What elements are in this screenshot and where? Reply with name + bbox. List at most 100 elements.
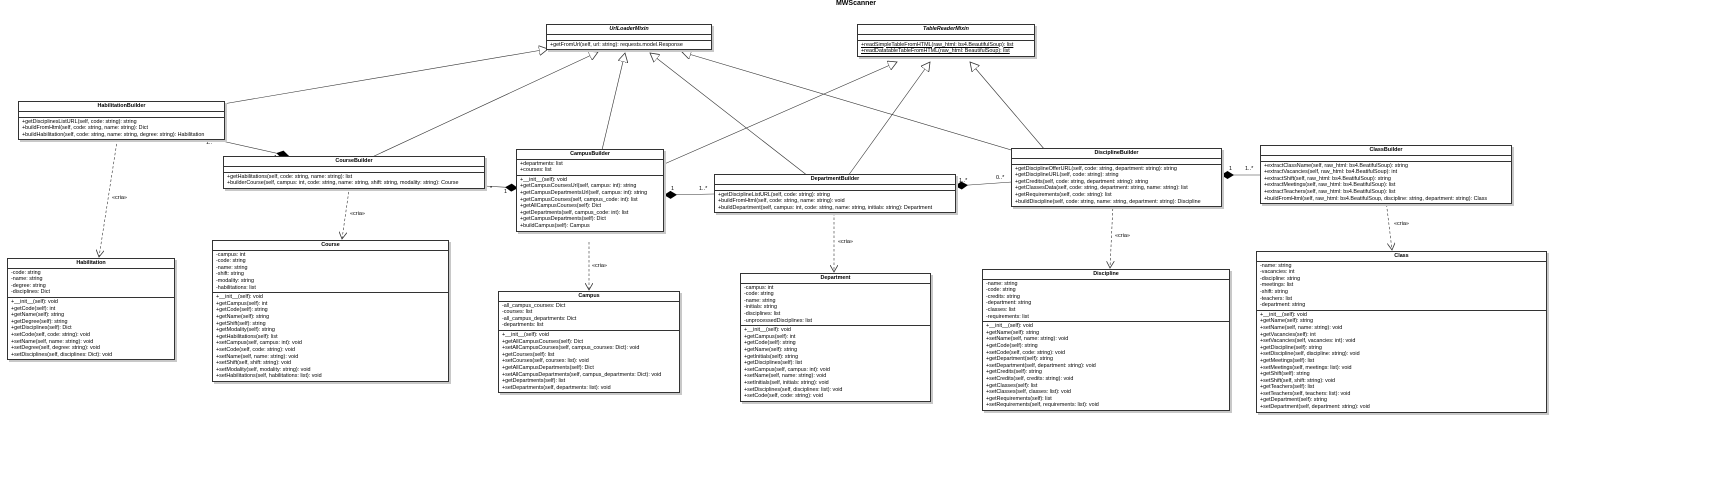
attribute-row: -modality: string: [216, 277, 255, 284]
method-row: +setMeetings(self, meetings: list): void: [1260, 364, 1352, 371]
mult-discipline-class-one: 1: [1229, 166, 1233, 172]
attribute-row: -classes: list: [986, 306, 1016, 313]
attribute-row: -name: string: [1260, 262, 1292, 269]
class-campus[interactable]: Campus-all_campus_courses: Dict-courses:…: [498, 291, 680, 394]
method-section: +extractClassName(self, raw_html: bs4.Be…: [1261, 162, 1511, 204]
mult-habilitation-one-to-many: 1..*: [206, 140, 215, 146]
method-row: +getCampusCourses(self, campus_code: int…: [520, 196, 638, 203]
method-row: +setDegree(self, degree: string): void: [11, 345, 100, 352]
method-row: +getAllCampusCourses(self): Dict: [520, 203, 602, 210]
method-row: +setClasses(self, classes: list): void: [986, 389, 1071, 396]
edge-disciplinebuilder-urlloader: [682, 52, 1019, 153]
method-row: +getDisciplines(self): list: [744, 360, 802, 367]
method-row: +readDatatableTableFromHTML(raw_html: Be…: [861, 48, 1010, 55]
method-row: +__init__(self): void: [502, 331, 549, 338]
method-section: +__init__(self): void+getCode(self): int…: [8, 298, 174, 359]
method-row: +setAllCampusDepartments(self, campus_de…: [502, 371, 662, 378]
attribute-section: -all_campus_courses: Dict-courses: list-…: [499, 302, 679, 331]
edge-campusbuilder-tablereader: [661, 62, 897, 166]
class-course-builder[interactable]: CourseBuilder+getHabilitations(self, cod…: [223, 156, 485, 189]
attribute-row: -all_campus_courses: Dict: [502, 302, 566, 309]
method-row: +getInitials(self): string: [744, 353, 799, 360]
mult-department-one-to-many: 1..*: [699, 186, 708, 192]
class-name: Discipline: [983, 270, 1229, 280]
method-row: +setRequirements(self, requirements: lis…: [986, 402, 1099, 409]
creates-label-discipline: «cria»: [1115, 233, 1130, 239]
method-row: +getName(self): string: [744, 346, 798, 353]
mult-coursebuilder-many: *: [490, 186, 493, 192]
class-name: UrlLoaderMixin: [547, 25, 711, 35]
method-row: +setDisciplines(self, disciplines: Dict)…: [11, 351, 113, 358]
class-url-loader-mixin[interactable]: UrlLoaderMixin+getFromUrl(self, url: str…: [546, 24, 712, 51]
class-name: Course: [213, 241, 448, 251]
creates-label-course: «cria»: [350, 211, 365, 217]
attribute-row: -campus: int: [744, 284, 774, 291]
class-name: DisciplineBuilder: [1012, 149, 1221, 159]
method-row: +extractShift(self, raw_html: bs4.Beatif…: [1264, 175, 1391, 182]
method-row: +getClasses(self): list: [986, 382, 1038, 389]
class-department[interactable]: Department-campus: int-code: string-name…: [740, 273, 931, 402]
method-row: +buildDiscipline(self, code: string, nam…: [1015, 198, 1201, 205]
attribute-section: [19, 112, 224, 118]
method-row: +getAllCampusDepartments(self): Dict: [502, 364, 594, 371]
method-row: +builderCourse(self, campus: int, code: …: [227, 180, 459, 187]
attribute-row: -campus: int: [216, 251, 246, 258]
edge-create-discipline: [1110, 203, 1113, 268]
method-row: +readSimpleTableFromHTML(raw_html: bs4.B…: [861, 41, 1014, 48]
class-discipline[interactable]: Discipline-name: string-code: string-cre…: [982, 269, 1230, 411]
class-name: Habilitation: [8, 259, 174, 269]
method-row: +getShift(self): string: [1260, 371, 1310, 378]
method-section: +__init__(self): void+getCampus(self): i…: [213, 293, 448, 381]
method-section: +readSimpleTableFromHTML(raw_html: bs4.B…: [858, 41, 1034, 56]
method-section: +__init__(self): void+getCampus(self): i…: [741, 326, 930, 401]
class-course[interactable]: Course-campus: int-code: string-name: st…: [212, 240, 449, 382]
method-row: +getName(self): string: [986, 329, 1040, 336]
class-habilitation-builder[interactable]: HabilitationBuilder+getDisciplinesListUR…: [18, 101, 225, 141]
class-department-builder[interactable]: DepartmentBuilder+getDisciplineListURL(s…: [714, 174, 956, 214]
attribute-section: [1012, 159, 1221, 165]
method-row: +getCampusCoursesUrl(self, campus: int):…: [520, 183, 637, 190]
method-row: +setInitials(self, initials: string): vo…: [744, 379, 829, 386]
class-habilitation[interactable]: Habilitation-code: string-name: string-d…: [7, 258, 175, 361]
class-campus-builder[interactable]: CampusBuilder+departments: list+courses:…: [516, 149, 664, 232]
attribute-row: -shift: string: [1260, 288, 1288, 295]
method-row: +extractVacancies(self, raw_html: bs4.Be…: [1264, 169, 1398, 176]
method-row: +getName(self): string: [216, 313, 270, 320]
class-class-builder[interactable]: ClassBuilder +extractClassName(self, raw_…: [1260, 145, 1512, 205]
method-row: +setAllCampusCourses(self, campus_course…: [502, 345, 640, 352]
class-name: CampusBuilder: [517, 150, 663, 160]
attribute-row: -requirements: list: [986, 313, 1029, 320]
method-row: +getName(self): string: [11, 312, 65, 319]
class-table-reader-mixin[interactable]: TableReaderMixin +readSimpleTableFromHTML…: [857, 24, 1035, 57]
attribute-row: -credits: string: [986, 293, 1020, 300]
class-class[interactable]: Class-name: string-vacancies: int-discip…: [1256, 251, 1547, 413]
method-section: +getDisciplinesListURL(self, code: strin…: [19, 118, 224, 140]
attribute-row: -unprocessedDisciplines: list: [744, 317, 813, 324]
method-row: +getTeachers(self): list: [1260, 384, 1315, 391]
method-row: +buildDepartment(self, campus: int, code…: [718, 204, 933, 211]
method-row: +buildFromHtml(self, raw_html: bs4.Beati…: [1264, 195, 1488, 202]
method-row: +setCredits(self, credits: string): void: [986, 375, 1074, 382]
attribute-section: [547, 35, 711, 41]
class-name: ClassBuilder: [1261, 146, 1511, 156]
method-row: +getCampus(self): int: [216, 300, 268, 307]
method-row: +getDepartment(self): string: [1260, 397, 1327, 404]
method-row: +setName(self, name: string): void: [11, 338, 94, 345]
edge-create-class: [1385, 199, 1392, 250]
edge-departmentbuilder-disciplinebuilder: [954, 181, 1013, 190]
method-row: +setDepartments(self, departments: list)…: [502, 384, 611, 391]
class-discipline-builder[interactable]: DisciplineBuilder+getDisciplineOfferURL(…: [1011, 148, 1222, 208]
class-name: CourseBuilder: [224, 157, 484, 167]
creates-label-habilitation: «cria»: [112, 195, 127, 201]
method-row: +getName(self): string: [1260, 318, 1314, 325]
method-row: +setCode(self, code: string): void: [744, 393, 823, 400]
mult-department-discipline-one-to-many: 1..*: [959, 178, 968, 184]
class-name: Class: [1257, 252, 1546, 262]
method-row: +setModality(self, modality: string): vo…: [216, 366, 311, 373]
method-row: +setCode(self, code: string): void: [11, 331, 90, 338]
method-row: +setHabilitations(self, habilitations: l…: [216, 373, 322, 380]
attribute-row: -disciplines: list: [744, 310, 781, 317]
class-name: TableReaderMixin: [858, 25, 1034, 35]
method-row: +__init__(self): void: [744, 327, 791, 334]
method-section: +__init__(self): void+getName(self): str…: [983, 322, 1229, 410]
